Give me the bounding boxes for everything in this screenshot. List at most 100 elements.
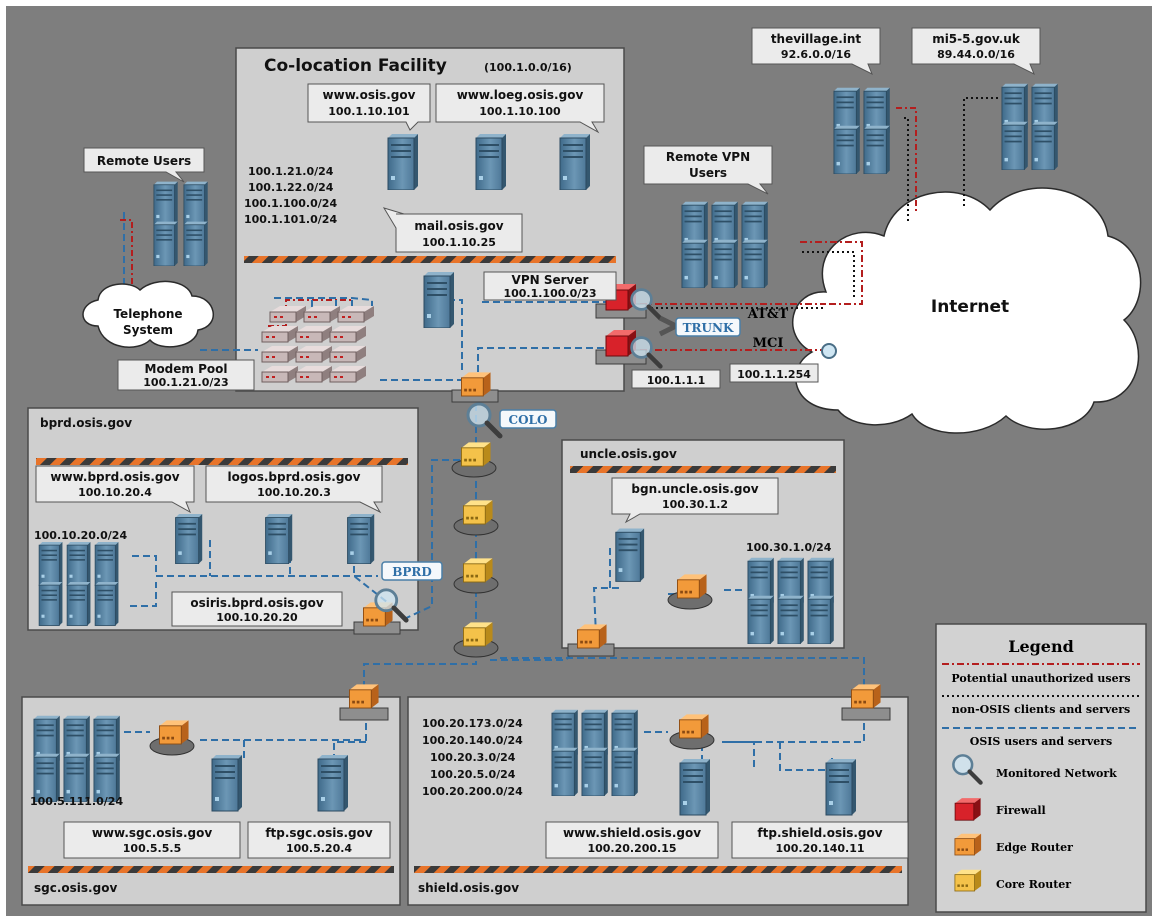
legend-dotted-label: non-OSIS clients and servers — [952, 703, 1131, 716]
uncle-edge-router — [567, 623, 615, 657]
ftp-shield-ip: 100.20.140.11 — [775, 842, 864, 855]
ftp-sgc-name: ftp.sgc.osis.gov — [265, 826, 373, 840]
bprd-domain: bprd.osis.gov — [40, 416, 132, 430]
core-routers — [451, 441, 499, 658]
vpn-server-name: VPN Server — [512, 273, 589, 287]
osiris-bprd-name: osiris.bprd.osis.gov — [190, 596, 324, 610]
shield-subnet-2: 100.20.140.0/24 — [422, 734, 523, 747]
colo-subnet-2: 100.1.22.0/24 — [248, 181, 334, 194]
sgc-hazard-stripe — [28, 866, 394, 873]
shield-hazard-stripe — [414, 866, 902, 873]
mail-osis-ip: 100.1.10.25 — [422, 236, 496, 249]
logos-bprd-ip: 100.10.20.3 — [257, 486, 331, 499]
www-sgc-name: www.sgc.osis.gov — [92, 826, 212, 840]
www-osis-ip: 100.1.10.101 — [328, 105, 409, 118]
colo-facility-cidr: (100.1.0.0/16) — [484, 61, 572, 74]
village-name: thevillage.int — [771, 32, 862, 46]
uncle-user-cluster — [747, 557, 835, 644]
legend-edge-router-icon — [954, 833, 982, 856]
remote-users-label: Remote Users — [97, 154, 191, 168]
shield-subnet-3: 100.20.3.0/24 — [430, 751, 516, 764]
internet-label: Internet — [931, 297, 1009, 317]
legend-edge-router-label: Edge Router — [996, 841, 1073, 854]
internet-endpoint — [821, 343, 837, 359]
sgc-internal-router — [149, 719, 195, 756]
legend-firewall-icon — [954, 797, 982, 821]
ftp-sgc-ip: 100.5.20.4 — [286, 842, 352, 855]
bprd-tag: BPRD — [392, 565, 432, 579]
colo-tag: COLO — [509, 413, 548, 427]
www-shield-name: www.shield.osis.gov — [563, 826, 701, 840]
mi5-name: mi5-5.gov.uk — [932, 32, 1021, 46]
osiris-bprd-ip: 100.10.20.20 — [216, 611, 298, 624]
modem-pool-name: Modem Pool — [145, 362, 228, 376]
firewall-att — [595, 283, 647, 319]
legend-core-router-icon — [954, 869, 982, 892]
server-www-bprd — [175, 513, 203, 564]
shield-internal-router — [669, 713, 715, 750]
legend-firewall-label: Firewall — [996, 804, 1046, 817]
bprd-subnet: 100.10.20.0/24 — [34, 529, 127, 542]
server-www-sgc — [211, 754, 243, 812]
telephone-line1: Telephone — [113, 307, 182, 321]
server-ftp-shield — [825, 758, 857, 816]
legend-red-label: Potential unauthorized users — [951, 672, 1130, 685]
server-www-shield — [679, 758, 711, 816]
ip-100-1-1-254: 100.1.1.254 — [737, 368, 811, 381]
sgc-subnet: 100.5.111.0/24 — [30, 795, 123, 808]
colo-hazard-stripe — [244, 256, 616, 263]
bprd-edge-router — [353, 601, 401, 635]
bprd-user-cluster — [38, 541, 119, 626]
vpn-server — [423, 271, 455, 328]
bgn-uncle-name: bgn.uncle.osis.gov — [631, 482, 758, 496]
shield-subnet-1: 100.20.173.0/24 — [422, 717, 523, 730]
loeg-osis-name: www.loeg.osis.gov — [457, 88, 584, 102]
shield-user-cluster — [551, 709, 639, 796]
colo-subnet-4: 100.1.101.0/24 — [244, 213, 337, 226]
ip-100-1-1-1: 100.1.1.1 — [647, 374, 705, 387]
uncle-internal-router — [667, 573, 713, 610]
sgc-edge-router — [339, 683, 389, 721]
monitor-tags — [381, 317, 741, 581]
sgc-domain: sgc.osis.gov — [34, 881, 117, 895]
telephone-line2: System — [123, 323, 173, 337]
legend-core-router-label: Core Router — [996, 878, 1071, 891]
loeg-osis-ip: 100.1.10.100 — [479, 105, 561, 118]
bgn-uncle-ip: 100.30.1.2 — [662, 498, 728, 511]
colo-subnet-1: 100.1.21.0/24 — [248, 165, 334, 178]
server-mail-osis — [475, 133, 507, 190]
village-ip: 92.6.0.0/16 — [781, 48, 851, 61]
remote-vpn-users-cluster — [681, 201, 769, 288]
server-logos-bprd — [347, 513, 375, 564]
www-bprd-name: www.bprd.osis.gov — [50, 470, 179, 484]
colo-subnet-3: 100.1.100.0/24 — [244, 197, 337, 210]
www-bprd-ip: 100.10.20.4 — [78, 486, 152, 499]
legend-blue-label: OSIS users and servers — [970, 735, 1112, 748]
vpn-server-ip: 100.1.100.0/23 — [503, 287, 596, 300]
shield-domain: shield.osis.gov — [418, 881, 519, 895]
mail-osis-name: mail.osis.gov — [414, 219, 503, 233]
bprd-hazard-stripe — [36, 458, 408, 465]
modem-pool-ip: 100.1.21.0/23 — [143, 376, 228, 389]
server-osiris-bprd — [265, 513, 293, 564]
uncle-domain: uncle.osis.gov — [580, 447, 677, 461]
remote-vpn-line2: Users — [689, 166, 727, 180]
server-ftp-sgc — [317, 754, 349, 812]
att-link-label: AT&T — [747, 307, 789, 322]
colo-facility-title: Co-location Facility (100.1.0.0/16) — [264, 56, 572, 76]
callout-boxes — [35, 27, 1041, 859]
uncle-hazard-stripe — [570, 466, 836, 473]
server-loeg-osis — [559, 133, 591, 190]
colo-facility-name: Co-location Facility — [264, 56, 447, 76]
ftp-shield-name: ftp.shield.osis.gov — [757, 826, 882, 840]
www-osis-name: www.osis.gov — [323, 88, 416, 102]
server-www-osis — [387, 133, 419, 190]
www-shield-ip: 100.20.200.15 — [587, 842, 676, 855]
telephone-system-cloud — [82, 280, 215, 348]
trunk-tag: TRUNK — [683, 321, 734, 335]
legend-monitored-label: Monitored Network — [996, 767, 1117, 780]
internet-cloud — [792, 187, 1142, 434]
shield-subnet-5: 100.20.200.0/24 — [422, 785, 523, 798]
